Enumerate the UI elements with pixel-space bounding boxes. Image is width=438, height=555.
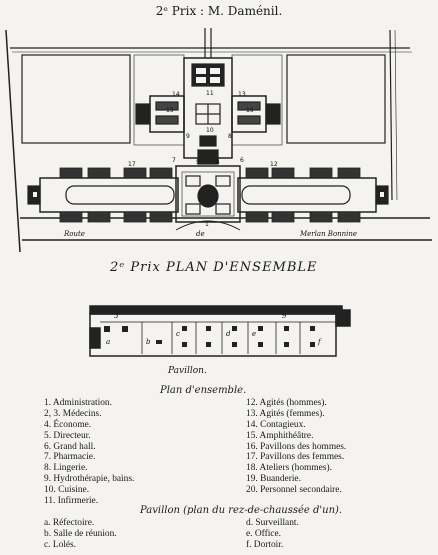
plan-number: 10 bbox=[206, 127, 214, 134]
legend-item: 19. Buanderie. bbox=[246, 474, 301, 485]
legend-item: 18. Ateliers (hommes). bbox=[246, 463, 332, 474]
legend-item: 15. Amphithéâtre. bbox=[246, 430, 314, 441]
legend-item: 6. Grand hall. bbox=[44, 441, 96, 452]
legend-item: 20. Personnel secondaire. bbox=[246, 485, 342, 496]
legend-item: 13. Agités (femmes). bbox=[246, 408, 325, 419]
legend-item bbox=[44, 507, 134, 518]
legend-plan-heading: Plan d'ensemble. bbox=[160, 385, 247, 396]
legend-item: 1. Administration. bbox=[44, 398, 112, 408]
pavilion-number: 3 bbox=[114, 312, 119, 320]
legend-item: 12. Agités (hommes). bbox=[246, 398, 327, 408]
pavilion-letter: a bbox=[106, 338, 110, 346]
legend-item: c. Lolés. bbox=[44, 539, 77, 550]
pavilion-letter: e bbox=[252, 330, 256, 338]
pavilion-letter: d bbox=[226, 330, 231, 338]
pavilion-letter: c bbox=[176, 330, 180, 338]
pavilion-letter: b bbox=[146, 338, 151, 346]
plan-number: 13 bbox=[238, 91, 246, 98]
legend-item: 7. Pharmacie. bbox=[44, 452, 96, 463]
legend-item: 2, 3. Médecins. bbox=[44, 408, 102, 419]
legend-item: 11. Infirmerie. bbox=[44, 496, 99, 507]
plan-number: 17 bbox=[128, 161, 136, 168]
pavilion-letter: f bbox=[317, 338, 322, 346]
legend-pavilion-heading: Pavillon (plan du rez-de-chaussée d'un). bbox=[140, 505, 343, 516]
pavilion-caption: Pavillon. bbox=[168, 366, 207, 376]
legend-item: 17. Pavillons des femmes. bbox=[246, 452, 345, 463]
legend-item: 14. Contagieux. bbox=[246, 419, 306, 430]
plan-number: 9 bbox=[186, 133, 190, 140]
legend-plan-left: 1. Administration. 2, 3. Médecins. 4. Éc… bbox=[44, 398, 134, 518]
legend-item: 9. Hydrothérapie, bains. bbox=[44, 474, 135, 485]
road-label: de bbox=[196, 230, 205, 238]
road-label: Route bbox=[63, 230, 85, 238]
plan-number: 7 bbox=[172, 157, 176, 164]
legend-pavilion-left: a. Réfectoire. b. Salle de réunion. c. L… bbox=[44, 518, 117, 551]
plan-number: 4 bbox=[216, 159, 220, 166]
pavilion-number: 9 bbox=[282, 312, 287, 320]
plan-number: 12 bbox=[270, 161, 278, 168]
legend-plan-right: 12. Agités (hommes). 13. Agités (femmes)… bbox=[246, 398, 346, 496]
plan-number: 14 bbox=[172, 91, 180, 98]
legend-item: f. Dortoir. bbox=[246, 539, 284, 550]
plan-number: 6 bbox=[240, 157, 244, 164]
plan-number: 11 bbox=[206, 90, 214, 97]
plan-number: 1 bbox=[205, 221, 209, 228]
plan-number: 8 bbox=[228, 133, 232, 140]
legend-item: b. Salle de réunion. bbox=[44, 528, 117, 539]
plan-number: 15 bbox=[166, 107, 174, 114]
plan-number: 5 bbox=[196, 159, 200, 166]
legend-item: 10. Cuisine. bbox=[44, 485, 90, 496]
road-label: Merlan Bonnine bbox=[299, 230, 357, 238]
legend-item: a. Réfectoire. bbox=[44, 518, 95, 528]
legend-pavilion-right: d. Surveillant. e. Office. f. Dortoir. bbox=[246, 518, 299, 551]
legend-item: e. Office. bbox=[246, 528, 281, 539]
legend-item: 16. Pavillons des hommes. bbox=[246, 441, 347, 452]
legend-item: 8. Lingerie. bbox=[44, 463, 88, 474]
plan-number: 16 bbox=[246, 107, 254, 114]
legend-item: d. Surveillant. bbox=[246, 518, 299, 528]
legend-item: 5. Directeur. bbox=[44, 430, 91, 441]
plan-caption: 2ᵉ Prix PLAN D'ENSEMBLE bbox=[110, 260, 318, 275]
legend-item: 4. Économe. bbox=[44, 419, 92, 430]
page-title: 2ᵉ Prix : M. Daménil. bbox=[155, 4, 283, 18]
